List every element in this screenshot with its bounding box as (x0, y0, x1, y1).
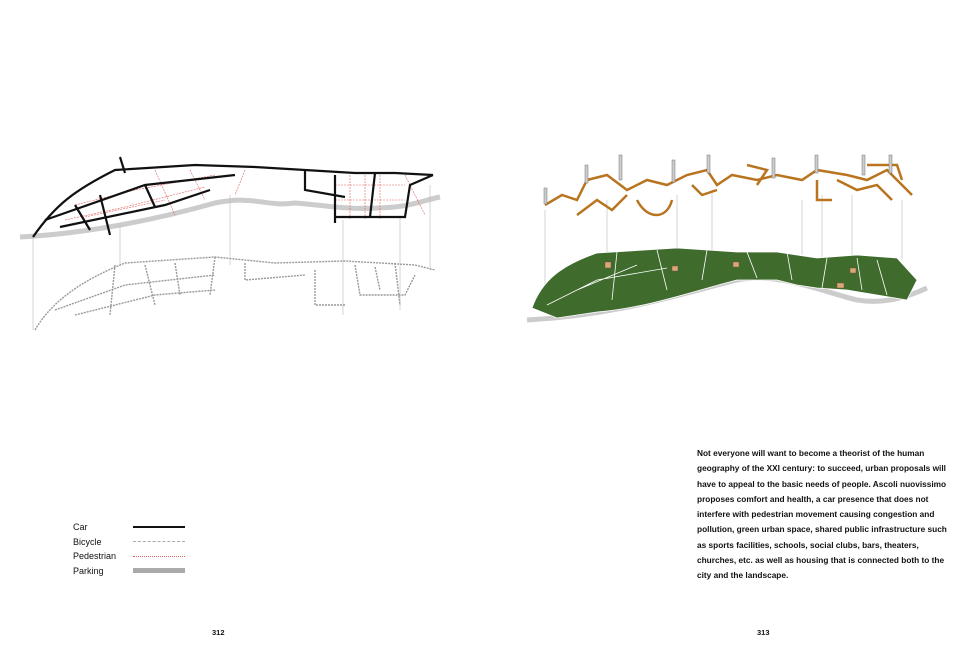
page-number: 312 (212, 628, 225, 637)
page-number: 313 (757, 628, 770, 637)
legend-item-car: Car (73, 520, 185, 535)
legend-item-bicycle: Bicycle (73, 535, 185, 550)
pedestrian-swatch (133, 555, 185, 557)
parking-swatch (133, 568, 185, 574)
car-swatch (133, 526, 185, 529)
pedestrian-network (64, 169, 426, 221)
right-page: Not everyone will want to become a theor… (482, 0, 964, 666)
river (19, 194, 441, 240)
green-space-diagram (526, 154, 929, 323)
body-text: Not everyone will want to become a theor… (697, 446, 957, 584)
legend-label: Pedestrian (73, 551, 117, 562)
plazas (604, 261, 857, 289)
legend-item-parking: Parking (73, 564, 185, 579)
legend-label: Parking (73, 565, 104, 576)
left-page: Car Bicycle Pedestrian Parking 312 (19, 156, 441, 637)
mobility-network-diagram (19, 156, 441, 331)
pillars (543, 154, 893, 205)
car-network (32, 156, 434, 238)
legend-item-pedestrian: Pedestrian (73, 549, 185, 564)
parking-network (34, 256, 436, 331)
legend: Car Bicycle Pedestrian Parking (73, 520, 185, 578)
orange-path-network (544, 163, 913, 217)
bicycle-swatch (133, 541, 185, 543)
drop-lines (32, 185, 431, 330)
green-areas (531, 247, 918, 319)
body-paragraph: Not everyone will want to become a theor… (697, 448, 947, 581)
legend-label: Car (73, 522, 88, 533)
legend-label: Bicycle (73, 536, 102, 547)
drop-lines (544, 190, 903, 300)
